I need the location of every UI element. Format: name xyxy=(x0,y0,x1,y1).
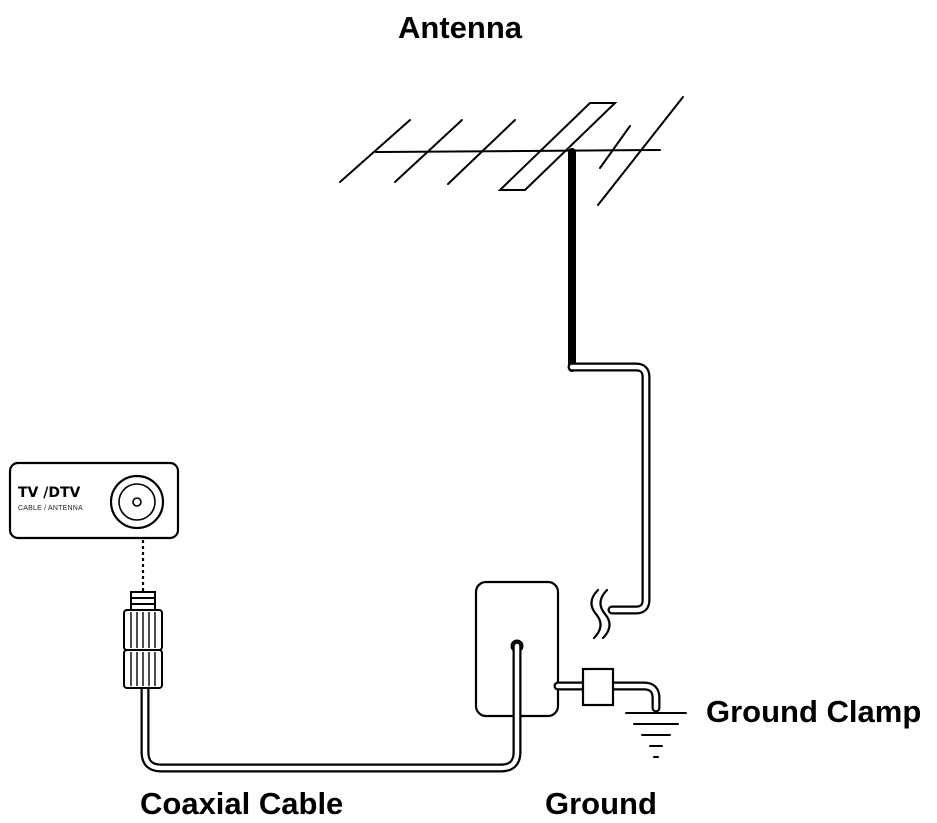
wire-break-squiggle xyxy=(590,588,611,640)
antenna-element xyxy=(447,119,516,185)
lead-in-wire xyxy=(567,362,651,615)
antenna-element xyxy=(597,96,684,206)
antenna-illustration xyxy=(339,96,684,206)
antenna-element xyxy=(394,119,463,183)
coaxial-cable-label: Coaxial Cable xyxy=(140,786,344,821)
ground-clamp-label: Ground Clamp xyxy=(706,694,922,729)
ground-clamp xyxy=(581,667,615,707)
tv-input-jack-pin xyxy=(132,497,142,507)
antenna-element xyxy=(339,119,411,183)
tv-input-subtitle: CABLE / ANTENNA xyxy=(18,505,83,512)
antenna-element xyxy=(599,125,631,169)
f-connector xyxy=(123,591,163,689)
antenna-dipole xyxy=(497,102,618,191)
antenna-label: Antenna xyxy=(398,10,522,45)
tv-input-title: TV /DTV xyxy=(18,485,81,501)
antenna-boom xyxy=(375,149,661,153)
ground-label: Ground xyxy=(545,786,657,821)
coaxial-cable xyxy=(140,641,522,773)
ground-wire xyxy=(553,681,661,713)
ground-symbol-icon xyxy=(625,712,687,758)
